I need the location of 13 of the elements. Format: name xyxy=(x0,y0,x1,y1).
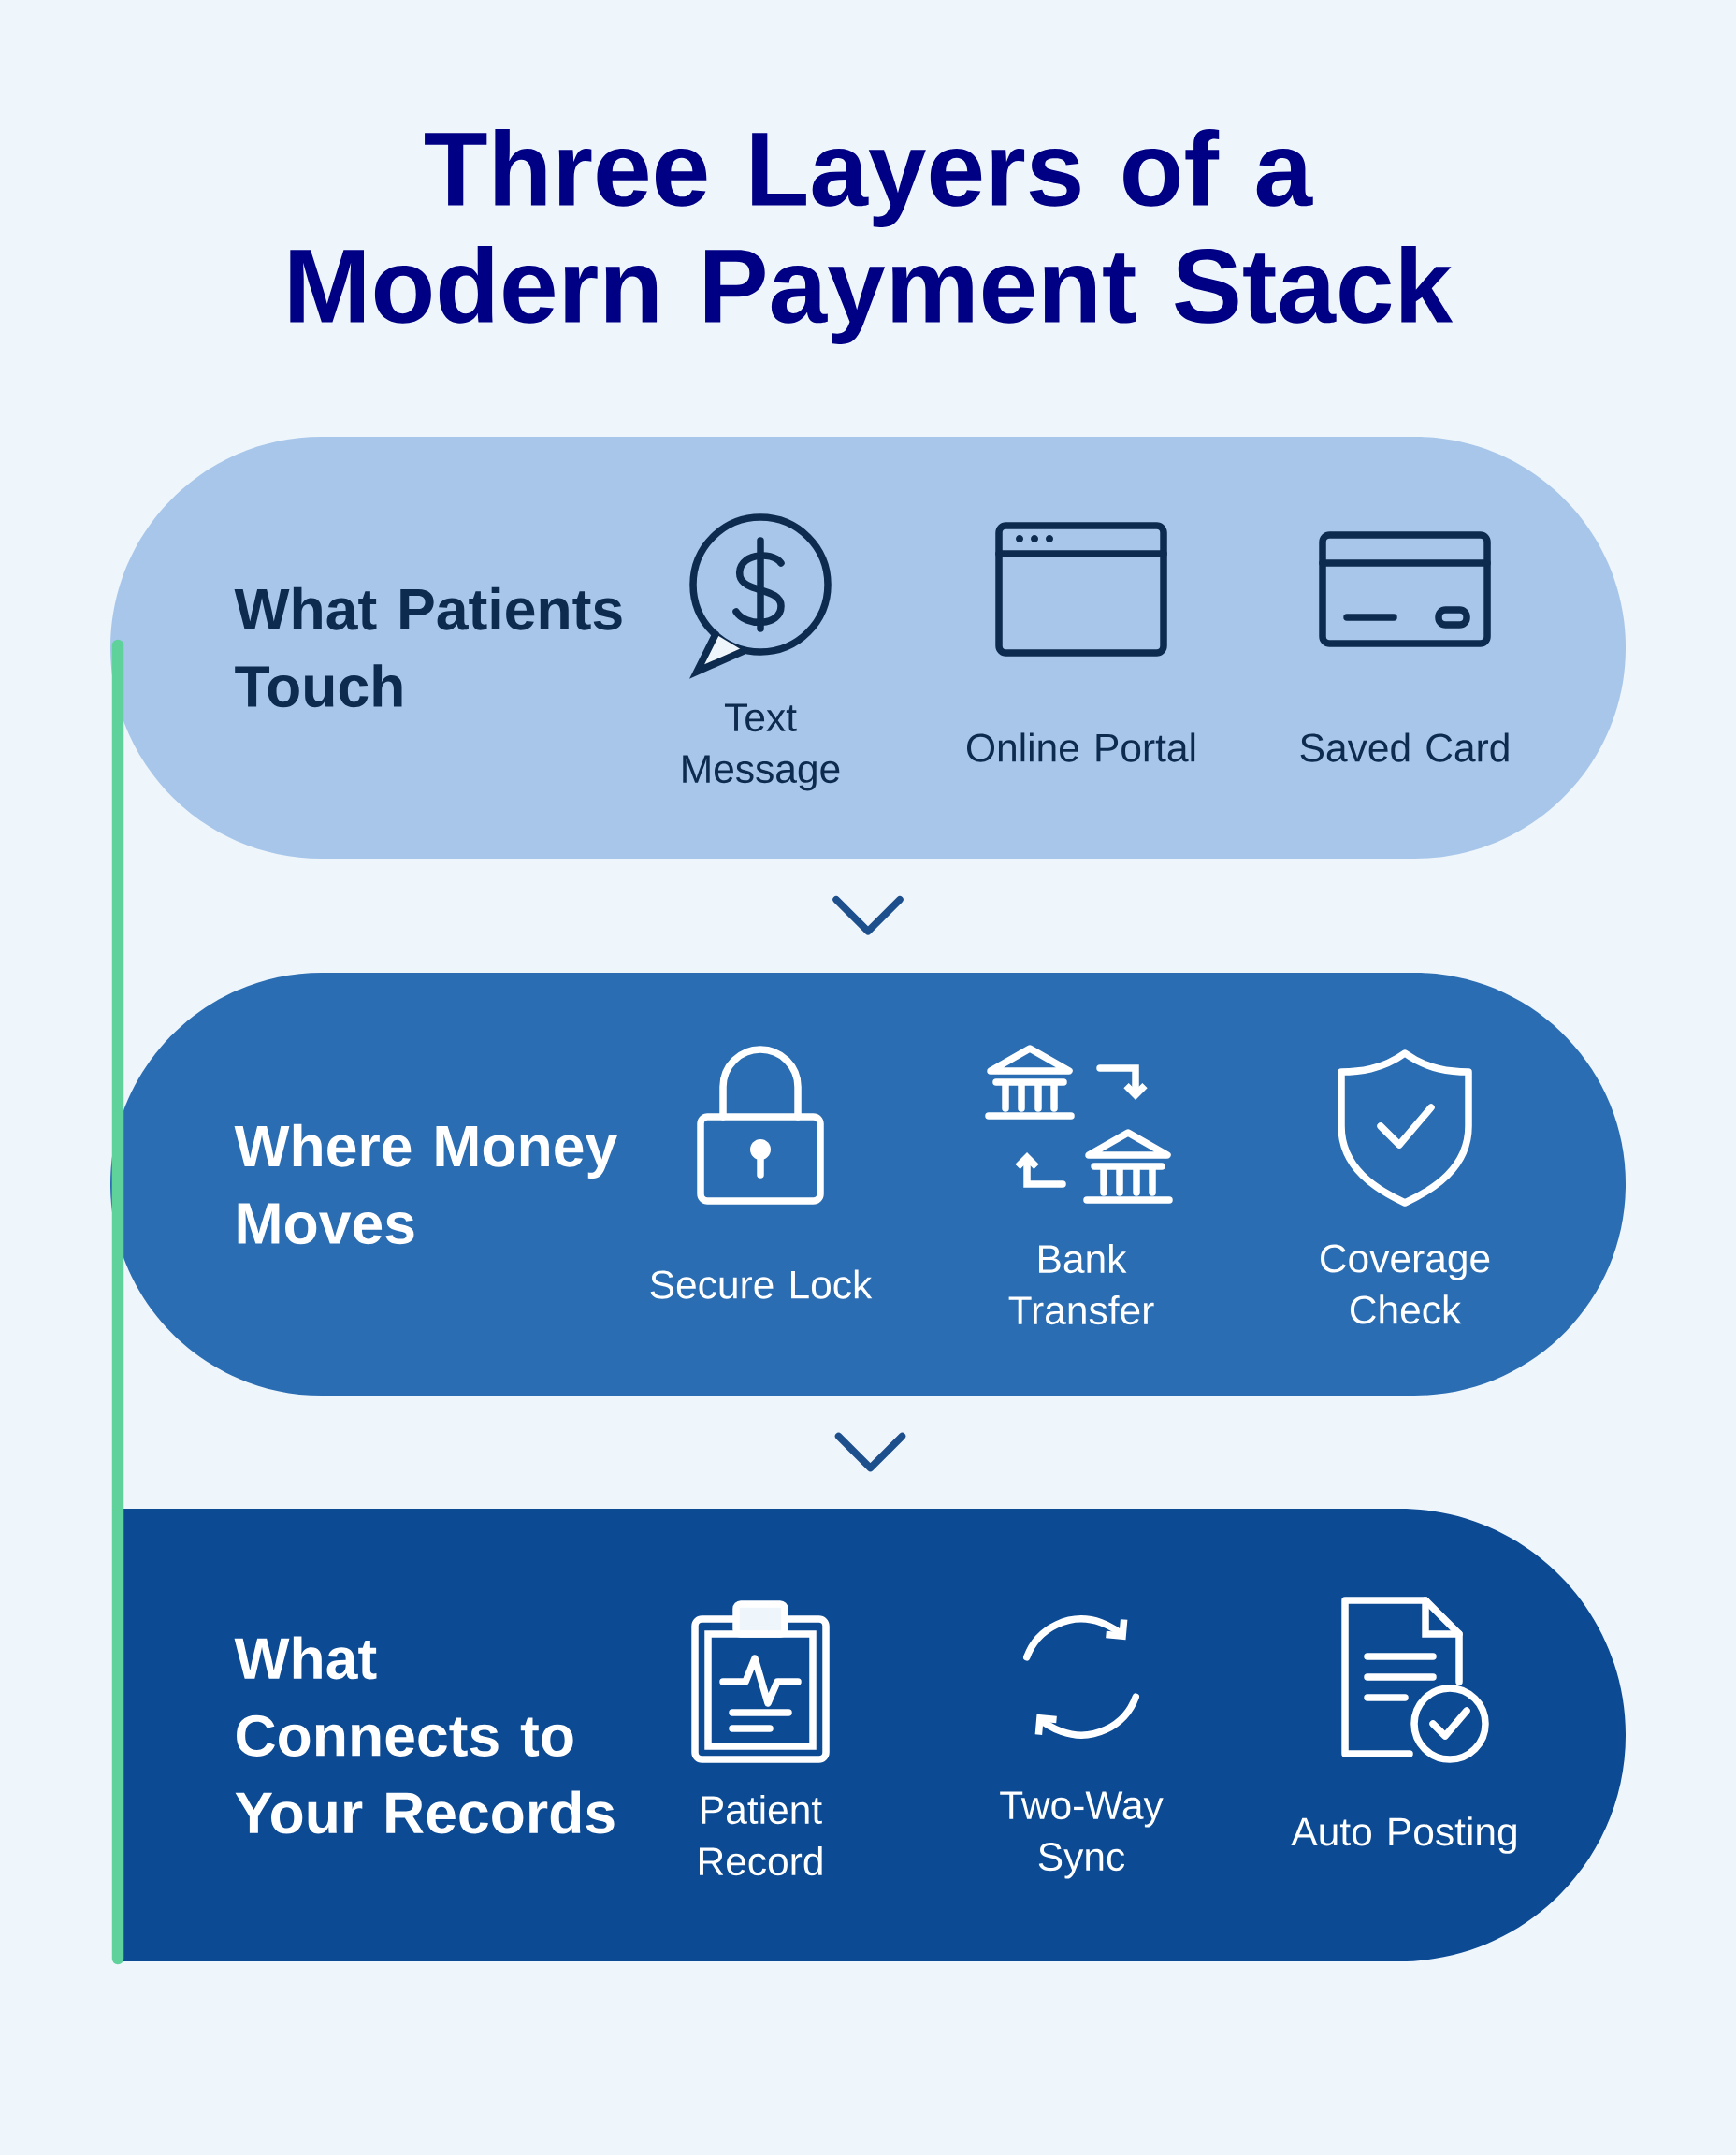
item-label: Bank Transfer xyxy=(1008,1243,1154,1325)
item-label: Saved Card xyxy=(1300,732,1509,762)
band-heading: What Patients Touch xyxy=(234,586,622,708)
item-label: Secure Lock xyxy=(650,1269,873,1299)
item-label: Patient Record xyxy=(700,1794,822,1876)
band-heading: Where Money Moves xyxy=(234,1123,617,1245)
title: Three Layers of a Modern Payment Stack xyxy=(290,129,1454,344)
item-label: Two-Way Sync xyxy=(1000,1791,1164,1879)
item-label: Auto Posting xyxy=(1291,1816,1516,1854)
item-label: Text Message xyxy=(683,703,840,791)
item-label: Online Portal xyxy=(967,732,1195,762)
item-label: Coverage Check xyxy=(1321,1244,1490,1324)
band-heading: What Connects to Your Records xyxy=(234,1636,615,1834)
